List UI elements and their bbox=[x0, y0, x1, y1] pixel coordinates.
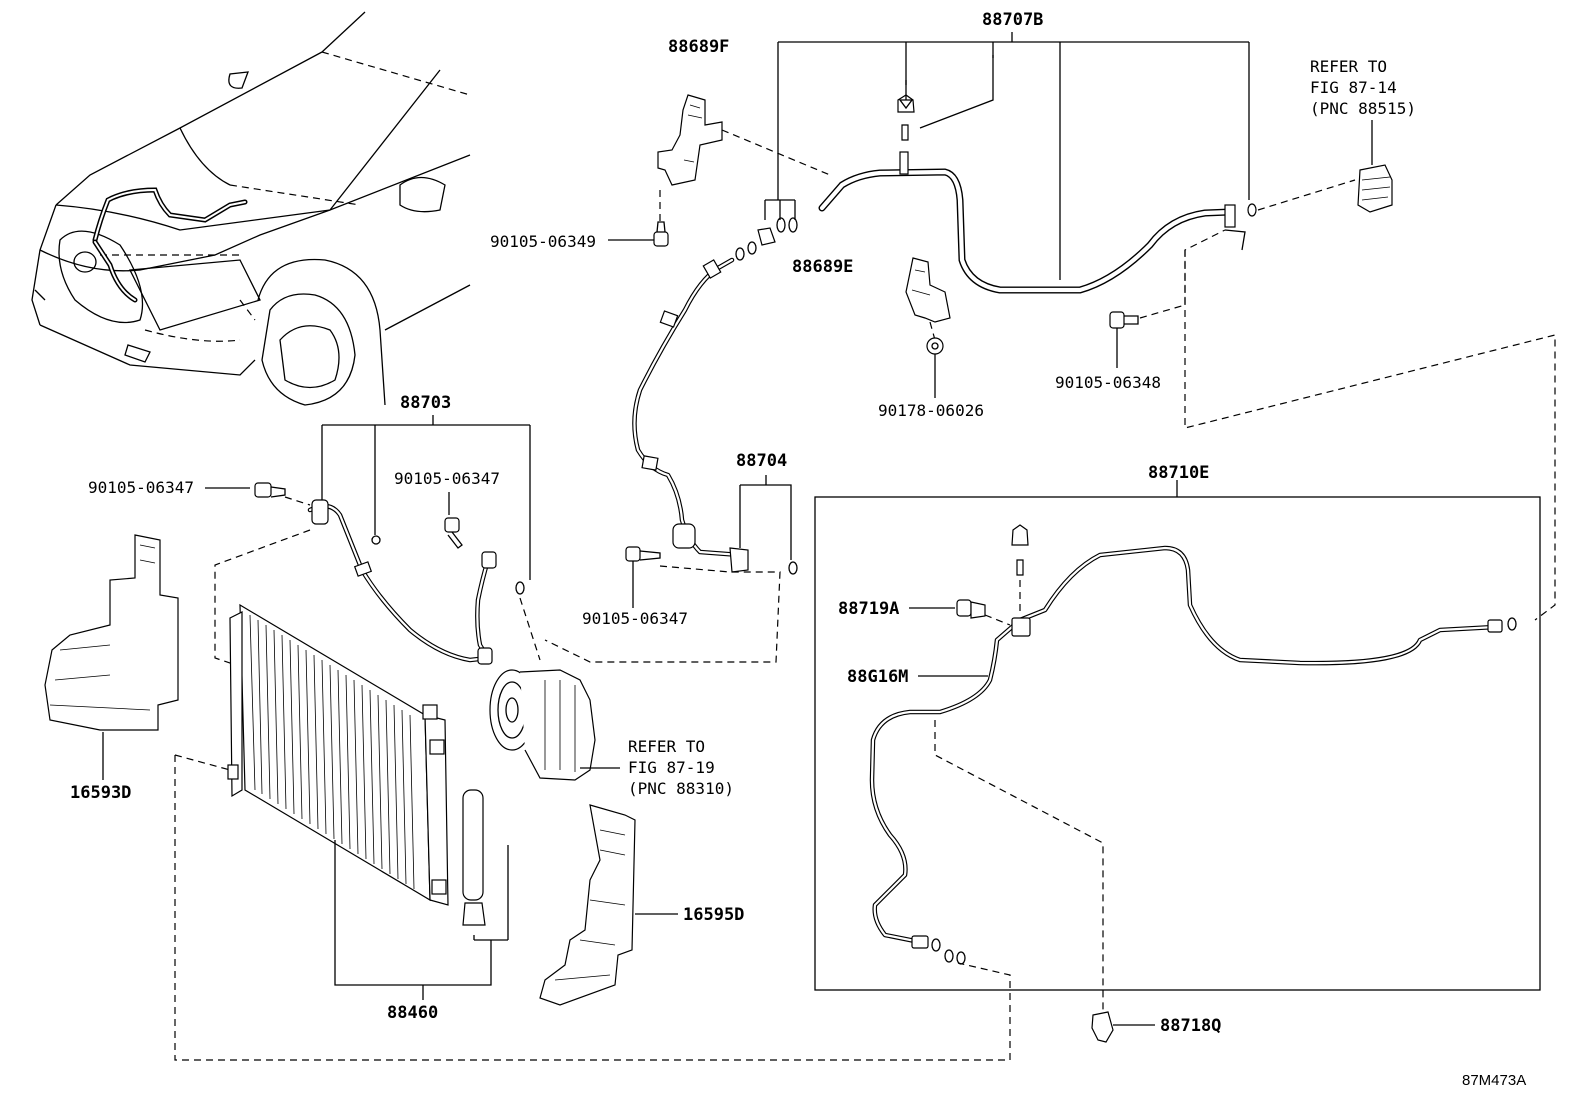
label-90105-06348: 90105-06348 bbox=[1055, 373, 1161, 392]
label-88g16m: 88G16M bbox=[847, 667, 908, 687]
label-88704: 88704 bbox=[736, 451, 787, 471]
vehicle-illustration bbox=[31, 11, 471, 406]
label-88460: 88460 bbox=[387, 1003, 438, 1023]
compressor bbox=[489, 669, 620, 781]
bracket-88689e bbox=[905, 257, 951, 323]
label-88689e: 88689E bbox=[792, 257, 853, 277]
hose-88703 bbox=[307, 499, 497, 665]
refer-87-14-line1: REFER TO bbox=[1310, 57, 1387, 76]
bracket-88689f bbox=[657, 94, 723, 186]
bolt-90105-06347-c bbox=[625, 546, 661, 562]
refer-87-19-line3: (PNC 88310) bbox=[628, 779, 734, 798]
bolt-90105-06349 bbox=[653, 221, 669, 247]
service-cap bbox=[897, 94, 915, 141]
label-90105-06349: 90105-06349 bbox=[490, 232, 596, 251]
shroud-16593d bbox=[44, 534, 179, 731]
bolt-90105-06347-b bbox=[444, 517, 463, 549]
label-88710e: 88710E bbox=[1148, 463, 1209, 483]
label-88703: 88703 bbox=[400, 393, 451, 413]
pipe-88710e bbox=[869, 545, 1503, 949]
label-88718q: 88718Q bbox=[1160, 1016, 1221, 1036]
bolt-90105-06348 bbox=[1109, 311, 1139, 329]
refer-87-14-line3: (PNC 88515) bbox=[1310, 99, 1416, 118]
condenser bbox=[227, 603, 449, 906]
receiver-dryer bbox=[462, 789, 486, 926]
figure-code: 87M473A bbox=[1462, 1072, 1526, 1089]
label-90178-06026: 90178-06026 bbox=[878, 401, 984, 420]
label-88719a: 88719A bbox=[838, 599, 899, 619]
switch-88719a bbox=[956, 599, 986, 619]
connector-88718q bbox=[1091, 1011, 1114, 1043]
nut-90178-06026 bbox=[926, 337, 944, 355]
cap-88710e bbox=[1011, 524, 1029, 576]
label-16593d: 16593D bbox=[70, 783, 131, 803]
label-90105-06347-c: 90105-06347 bbox=[582, 609, 688, 628]
label-88689f: 88689F bbox=[668, 37, 729, 57]
label-88707b: 88707B bbox=[982, 10, 1043, 30]
hose-88704 bbox=[632, 257, 749, 573]
bolt-90105-06347-a bbox=[254, 482, 286, 498]
connector-88515 bbox=[1357, 164, 1393, 213]
group-box-88710e bbox=[814, 496, 1541, 991]
refer-87-14-line2: FIG 87-14 bbox=[1310, 78, 1397, 97]
cover-16595d bbox=[539, 804, 636, 1006]
label-90105-06347-b: 90105-06347 bbox=[394, 469, 500, 488]
label-16595d: 16595D bbox=[683, 905, 744, 925]
refer-87-19-line2: FIG 87-19 bbox=[628, 758, 715, 777]
refer-87-19-line1: REFER TO bbox=[628, 737, 705, 756]
label-90105-06347-a: 90105-06347 bbox=[88, 478, 194, 497]
pipe-88707b bbox=[818, 151, 1257, 294]
o-rings-88707b bbox=[735, 217, 798, 261]
